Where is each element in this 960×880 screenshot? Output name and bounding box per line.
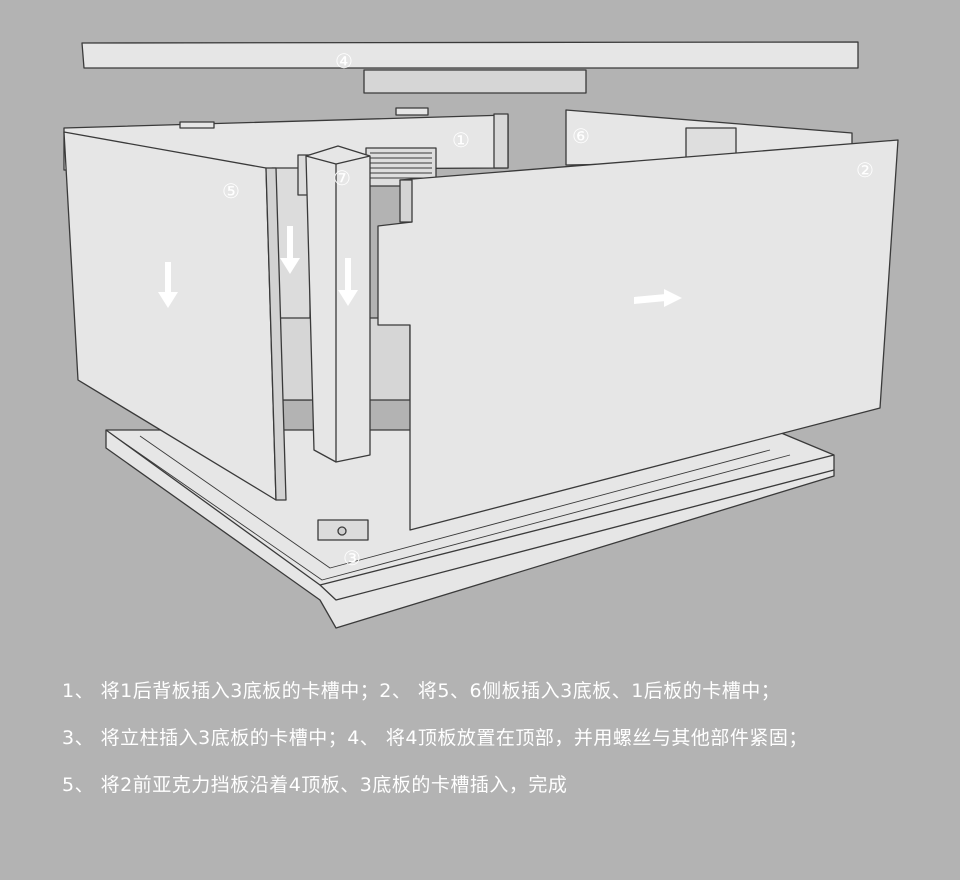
arrow-down-icon [280, 226, 300, 274]
callout-7: ⑦ [333, 166, 351, 190]
callout-5: ⑤ [222, 179, 240, 203]
base-panel [105, 429, 835, 629]
callout-1: ① [452, 128, 470, 152]
column-post [305, 145, 371, 463]
front-panel [377, 139, 899, 531]
callout-3: ③ [343, 546, 361, 570]
top-panel [81, 41, 859, 94]
callout-6: ⑥ [572, 124, 590, 148]
assembly-diagram: ④ ① ⑥ ② ⑦ ⑤ ③ [63, 41, 899, 629]
side-panel-5 [63, 131, 287, 501]
assembly-instructions: 1、 将1后背板插入3底板的卡槽中；2、 将5、6侧板插入3底板、1后板的卡槽中… [62, 668, 942, 809]
arrow-down-icon [338, 258, 358, 306]
arrow-down-icon [158, 262, 178, 308]
callout-2: ② [856, 158, 874, 182]
instruction-line-2: 3、 将立柱插入3底板的卡槽中；4、 将4顶板放置在顶部，并用螺丝与其他部件紧固… [62, 727, 808, 749]
arrow-right-icon [634, 289, 682, 307]
instruction-line-3: 5、 将2前亚克力挡板沿着4顶板、3底板的卡槽插入，完成 [62, 774, 568, 796]
instruction-line-1: 1、 将1后背板插入3底板的卡槽中；2、 将5、6侧板插入3底板、1后板的卡槽中… [62, 680, 781, 702]
callout-4: ④ [335, 49, 353, 73]
